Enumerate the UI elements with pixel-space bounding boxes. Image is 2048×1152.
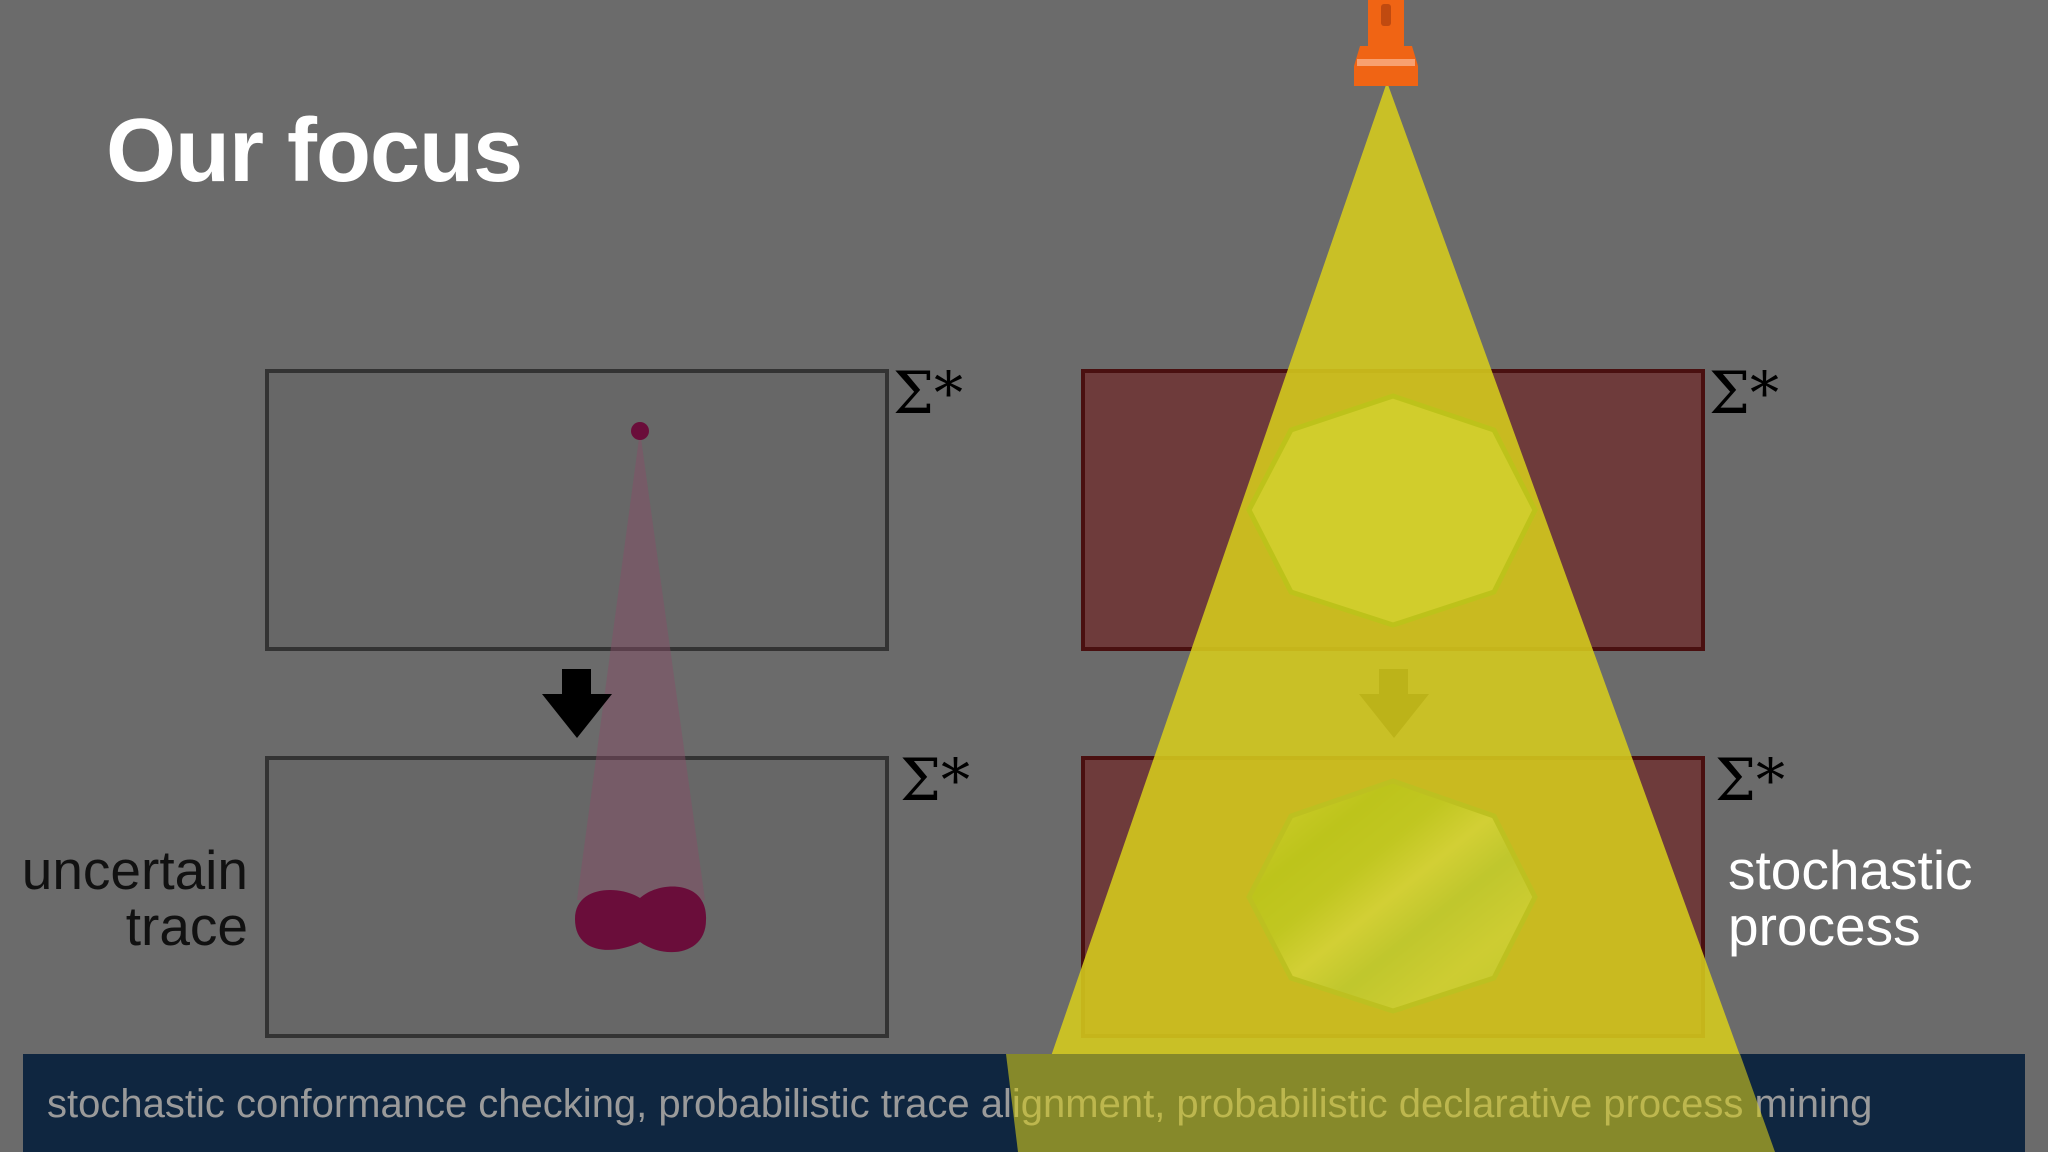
slide-title: Our focus [106, 101, 523, 201]
sigma-label-bottom-left: Σ* [900, 746, 970, 814]
trace-projection-beam [577, 431, 705, 900]
uncertain-trace-blob [575, 886, 707, 953]
spotlight-cone [1018, 82, 1775, 1152]
output-space-box-left [265, 756, 889, 1038]
arrow-down-icon [542, 669, 612, 738]
banner-text: stochastic conformance checking, probabi… [47, 1082, 1873, 1126]
flashlight-icon [1354, 0, 1418, 86]
sigma-label-top-right: Σ* [1709, 359, 1779, 427]
footer-banner: stochastic conformance checking, probabi… [23, 1054, 2025, 1152]
sigma-label-bottom-right: Σ* [1715, 746, 1785, 814]
trace-point [631, 422, 649, 440]
sigma-label-top-left: Σ* [893, 359, 963, 427]
input-space-box-left [265, 369, 889, 651]
